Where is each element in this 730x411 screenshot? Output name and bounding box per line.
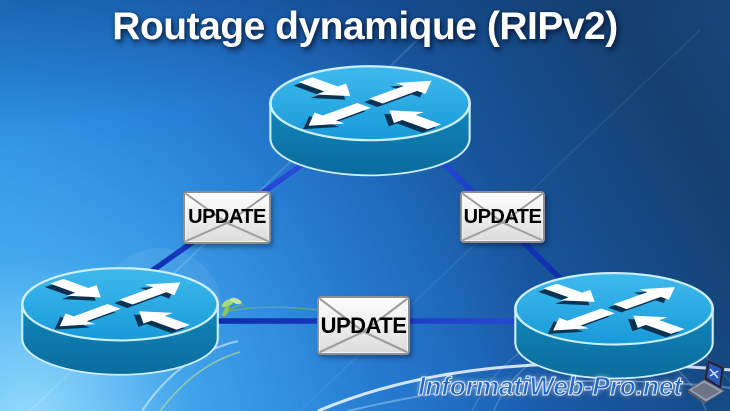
update-label: UPDATE	[463, 205, 542, 228]
router-bottom-left	[22, 268, 218, 375]
page-title: Routage dynamique (RIPv2)	[112, 5, 618, 48]
envelope-icon	[462, 193, 543, 241]
envelope-icon	[319, 298, 408, 353]
router-top	[270, 66, 469, 175]
update-label: UPDATE	[320, 312, 407, 338]
envelope-icon	[185, 193, 269, 242]
update-message-right: UPDATE	[460, 191, 545, 243]
update-message-left: UPDATE	[183, 191, 271, 244]
leaf-decoration	[221, 297, 245, 317]
update-message-bottom: UPDATE	[317, 296, 410, 355]
update-label: UPDATE	[188, 206, 266, 228]
watermark: InformatiWeb-Pro.net	[418, 371, 683, 402]
router-bottom-right	[515, 273, 712, 378]
laptop-icon	[687, 359, 725, 405]
